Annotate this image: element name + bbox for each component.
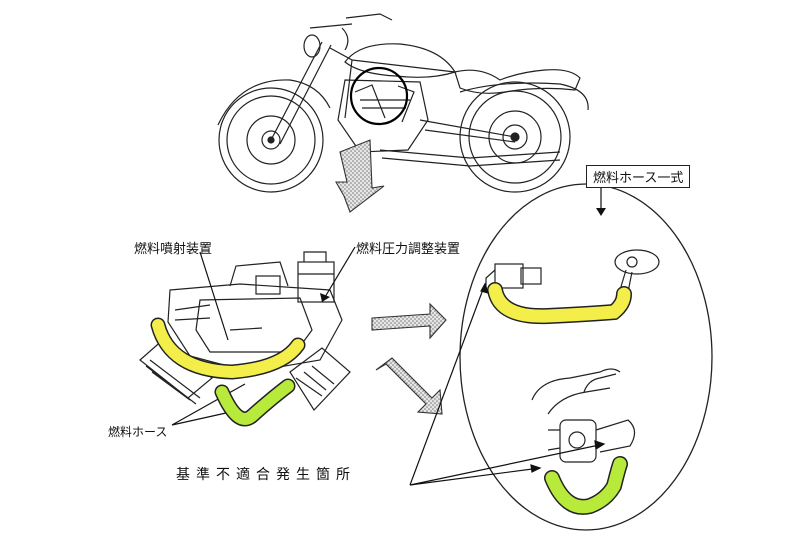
assembly-pointer: [596, 186, 606, 216]
label-nonconformity-location: 基準不適合発生箇所: [176, 467, 356, 483]
engine-highlight-circle: [349, 66, 409, 126]
label-fuel-hose-assembly: 燃料ホース一式: [586, 165, 691, 188]
detail-ellipse: [459, 183, 713, 531]
motorcycle-illustration: [217, 13, 589, 193]
engine-detail: [139, 246, 356, 426]
down-arrow: [335, 139, 385, 213]
label-fuel-hose: 燃料ホース: [108, 425, 168, 439]
hose-detail-upper: [485, 249, 660, 293]
label-pressure-regulator: 燃料圧力調整装置: [356, 242, 461, 257]
right-arrow-lower: [375, 357, 443, 415]
front-wheel: [218, 87, 324, 193]
label-fuel-injector: 燃料噴射装置: [134, 242, 213, 257]
nonconformity-leaders: [409, 282, 606, 486]
right-arrow-upper: [371, 302, 447, 340]
